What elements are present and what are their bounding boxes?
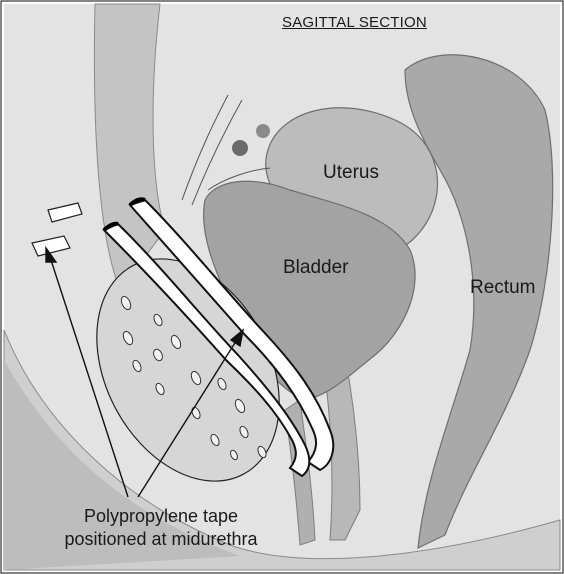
diagram-title: SAGITTAL SECTION [282, 14, 427, 31]
tape-caption: Polypropylene tape positioned at miduret… [26, 505, 296, 551]
bladder-label: Bladder [283, 257, 349, 279]
rectum-label: Rectum [470, 277, 535, 299]
caption-line: Polypropylene tape [26, 505, 296, 528]
ovary-circle [256, 124, 270, 138]
uterus-label: Uterus [323, 162, 379, 184]
caption-line: positioned at midurethra [26, 528, 296, 551]
ureter-circle [232, 140, 248, 156]
